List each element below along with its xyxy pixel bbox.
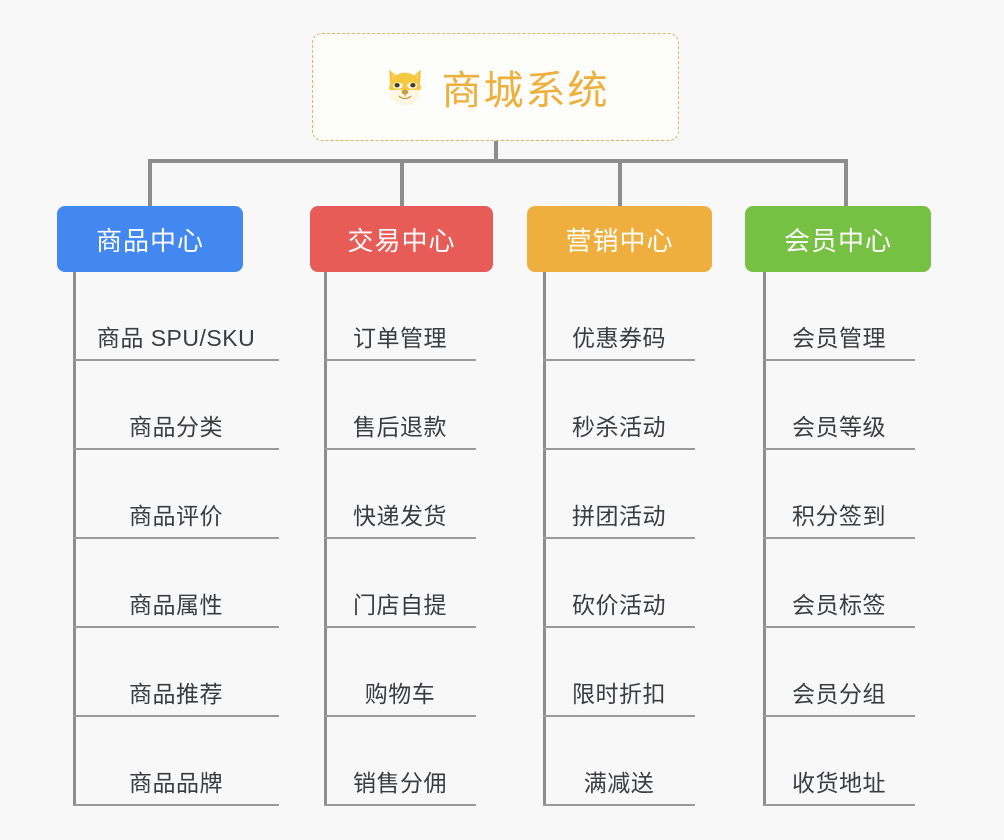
leaf-item-label: 商品评价 <box>129 503 223 529</box>
leaf-item-label: 优惠券码 <box>572 325 666 351</box>
leaf-item[interactable]: 售后退款 <box>324 361 476 450</box>
leaf-item-label: 会员等级 <box>792 414 886 440</box>
leaf-item[interactable]: 购物车 <box>324 628 476 717</box>
connector-drop-1 <box>148 159 152 206</box>
leaf-item-label: 门店自提 <box>353 592 447 618</box>
leaf-item[interactable]: 商品 SPU/SKU <box>73 272 279 361</box>
connector-drop-4 <box>844 159 848 206</box>
leaf-item[interactable]: 会员分组 <box>763 628 915 717</box>
leaf-item[interactable]: 商品属性 <box>73 539 279 628</box>
leaf-item-label: 购物车 <box>364 681 436 707</box>
leaf-item-label: 售后退款 <box>353 414 447 440</box>
leaf-item-label: 快递发货 <box>353 503 447 529</box>
leaf-item-label: 订单管理 <box>353 325 447 351</box>
category-label: 交易中心 <box>347 225 456 256</box>
leaf-item[interactable]: 会员标签 <box>763 539 915 628</box>
category-label: 会员中心 <box>783 225 892 256</box>
leaf-item-label: 商品 SPU/SKU <box>96 325 256 351</box>
leaf-item-label: 满减送 <box>583 770 655 796</box>
leaf-item-label: 拼团活动 <box>572 503 666 529</box>
connector-root-vertical <box>494 141 498 163</box>
leaf-item[interactable]: 拼团活动 <box>543 450 695 539</box>
leaf-item[interactable]: 会员等级 <box>763 361 915 450</box>
leaf-item-label: 商品品牌 <box>129 770 223 796</box>
connector-drop-2 <box>400 159 404 206</box>
root-node-title: 商城系统 <box>441 69 610 113</box>
leaf-item[interactable]: 秒杀活动 <box>543 361 695 450</box>
leaf-item[interactable]: 门店自提 <box>324 539 476 628</box>
leaf-spine <box>324 272 327 806</box>
category-label: 营销中心 <box>565 225 674 256</box>
leaf-item-label: 收货地址 <box>792 770 886 796</box>
leaf-item-label: 限时折扣 <box>572 681 666 707</box>
leaf-item-label: 积分签到 <box>792 503 886 529</box>
leaf-item-label: 会员标签 <box>792 592 886 618</box>
category-box-2[interactable]: 交易中心 <box>310 206 493 272</box>
leaf-item[interactable]: 商品推荐 <box>73 628 279 717</box>
category-box-4[interactable]: 会员中心 <box>745 206 931 272</box>
leaf-item[interactable]: 销售分佣 <box>324 717 476 806</box>
root-node-shop-system[interactable]: 商城系统 <box>312 33 679 141</box>
leaf-item[interactable]: 订单管理 <box>324 272 476 361</box>
leaf-spine <box>543 272 546 806</box>
category-box-3[interactable]: 营销中心 <box>527 206 712 272</box>
leaf-item-label: 商品属性 <box>129 592 223 618</box>
leaf-item[interactable]: 砍价活动 <box>543 539 695 628</box>
leaf-item[interactable]: 积分签到 <box>763 450 915 539</box>
leaf-item[interactable]: 会员管理 <box>763 272 915 361</box>
leaf-item-label: 商品推荐 <box>129 681 223 707</box>
connector-drop-3 <box>618 159 622 206</box>
leaf-item[interactable]: 快递发货 <box>324 450 476 539</box>
leaf-item[interactable]: 限时折扣 <box>543 628 695 717</box>
category-box-1[interactable]: 商品中心 <box>57 206 243 272</box>
leaf-item-label: 秒杀活动 <box>572 414 666 440</box>
leaf-item-label: 会员管理 <box>792 325 886 351</box>
leaf-item[interactable]: 商品评价 <box>73 450 279 539</box>
leaf-item-label: 会员分组 <box>792 681 886 707</box>
leaf-item-label: 砍价活动 <box>572 592 666 618</box>
leaf-item-label: 商品分类 <box>129 414 223 440</box>
connector-horizontal-bus <box>148 159 848 163</box>
leaf-item[interactable]: 满减送 <box>543 717 695 806</box>
shiba-dog-face-icon <box>382 64 428 110</box>
leaf-item[interactable]: 商品品牌 <box>73 717 279 806</box>
leaf-spine <box>73 272 76 806</box>
category-label: 商品中心 <box>95 225 204 256</box>
leaf-item[interactable]: 优惠券码 <box>543 272 695 361</box>
leaf-spine <box>763 272 766 806</box>
leaf-item[interactable]: 收货地址 <box>763 717 915 806</box>
leaf-item-label: 销售分佣 <box>353 770 447 796</box>
leaf-item[interactable]: 商品分类 <box>73 361 279 450</box>
